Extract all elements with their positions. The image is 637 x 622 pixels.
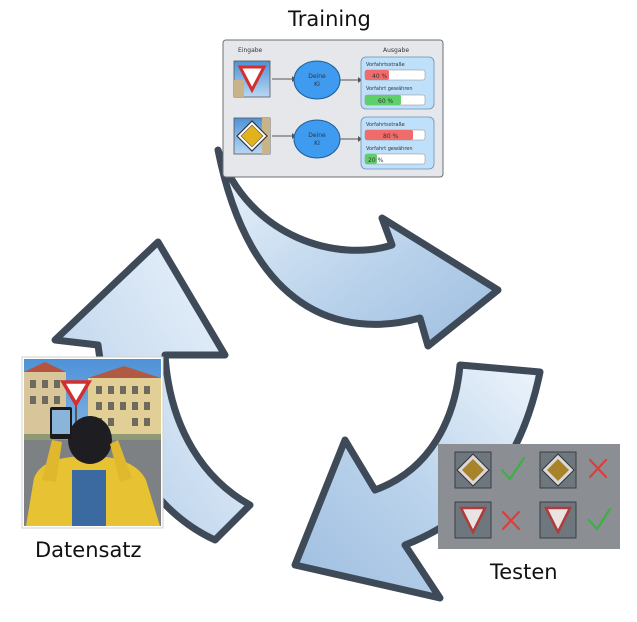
testing-panel xyxy=(438,444,620,549)
yield-sign-icon xyxy=(237,65,267,94)
output-2-name-row2: Vorfahrt gewähren xyxy=(366,146,413,152)
output-1-bar xyxy=(365,70,389,80)
dataset-photo xyxy=(21,356,164,529)
testing-label: Testen xyxy=(490,560,558,584)
ai-label-1a: Deine xyxy=(308,73,326,80)
training-label: Training xyxy=(288,7,371,31)
arrow-top-right xyxy=(214,146,502,350)
training-row-2: Deine KI Vorfahrtsstraße 80 % Vorfahrt g… xyxy=(233,116,435,170)
output-2-bar xyxy=(365,95,401,105)
output-1-name-row2: Vorfahrtsstraße xyxy=(366,122,405,128)
check-icon-4 xyxy=(587,507,612,531)
output-1-name: Vorfahrtsstraße xyxy=(366,62,405,68)
person-head xyxy=(68,416,112,464)
test-yield-sign-icon-3 xyxy=(458,506,488,535)
photo-yield-sign-icon xyxy=(59,380,93,408)
output-2-value: 60 % xyxy=(378,98,394,105)
output-2-name: Vorfahrt gewähren xyxy=(366,86,413,92)
output-1-value-row2: 80 % xyxy=(383,133,399,140)
ai-label-2a: Deine xyxy=(308,132,326,139)
check-icon-1 xyxy=(500,456,526,481)
ai-label-2b: KI xyxy=(314,140,320,147)
output-1-bar-row2 xyxy=(365,130,413,140)
training-panel: Eingabe Ausgabe Deine KI Vorfahrtsstraße… xyxy=(222,39,444,178)
ai-circle-1 xyxy=(293,60,341,100)
training-row-1: Deine KI Vorfahrtsstraße 40 % Vorfahrt g… xyxy=(233,56,435,110)
input-header: Eingabe xyxy=(238,47,263,54)
output-2-bar-row2 xyxy=(365,154,377,164)
ai-circle-2 xyxy=(293,119,341,159)
output-1-value: 40 % xyxy=(372,73,388,80)
test-yield-sign-icon-4 xyxy=(543,506,573,535)
output-2-value-row2: 20 % xyxy=(368,157,384,164)
output-header: Ausgabe xyxy=(383,47,409,54)
cross-icon-2 xyxy=(588,458,608,479)
ai-label-1b: KI xyxy=(314,81,320,88)
cross-icon-3 xyxy=(501,510,521,531)
dataset-label: Datensatz xyxy=(35,538,142,562)
